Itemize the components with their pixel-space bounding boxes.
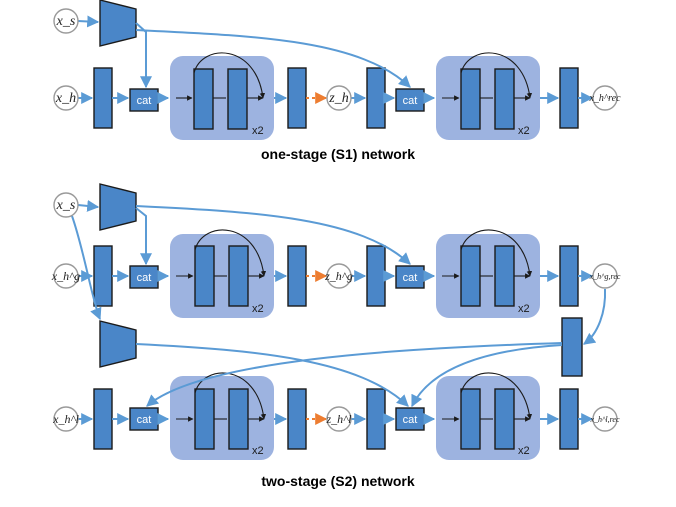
s1-style-to-cat-1 xyxy=(135,22,152,89)
s2-xg-node xyxy=(53,263,79,289)
s1-caption: one-stage (S1) network xyxy=(261,146,415,162)
s2-local-cat-label-1: cat xyxy=(137,414,152,426)
s2-local-latent-conv xyxy=(287,388,307,450)
s2-xs-to-encoder-1 xyxy=(77,199,100,212)
s2-global-output-label: x_h^g,rec xyxy=(589,272,621,281)
s2-global-cat-label-1: cat xyxy=(137,272,152,284)
s2-zl-node xyxy=(326,406,352,432)
s1-zh-node xyxy=(326,85,352,111)
s2-local-conv xyxy=(93,388,113,450)
s2-gout-to-refine xyxy=(583,288,607,345)
s2-xg-label: x_h^g xyxy=(51,269,80,283)
s2-refine-to-lcat-2 xyxy=(411,344,563,408)
s1-output-node xyxy=(592,85,618,111)
s1-style-encoder xyxy=(99,0,137,47)
s1-res-conv-a xyxy=(193,68,214,130)
s1-zh-label: z_h xyxy=(328,91,348,106)
s2-zl-label: z_h^l xyxy=(325,412,352,426)
s1-res-conv-d xyxy=(494,68,515,130)
s2-local-res-conv-d xyxy=(494,388,515,450)
s1-output-conv xyxy=(559,67,579,129)
s1-style-to-cat-2 xyxy=(135,29,411,88)
s1-xh-node xyxy=(53,85,79,111)
s2-style-to-gcat-1 xyxy=(135,207,152,266)
s2-local-res-conv-b xyxy=(228,388,249,450)
s1-skip-arc-1 xyxy=(193,52,266,99)
s1-xs-node xyxy=(53,8,79,34)
s2-refine-to-lcat-1 xyxy=(146,342,563,407)
s2-local-output-label: x_h^l,rec xyxy=(589,415,620,424)
s2-skip-arc-1 xyxy=(194,229,267,277)
s2-style-encoder-2 xyxy=(99,320,137,368)
s2-local-res-conv-c xyxy=(460,388,481,450)
s2-global-res-conv-a xyxy=(194,245,215,307)
s2-refine-conv xyxy=(561,317,583,377)
s2-local-cat-label-2: cat xyxy=(403,414,418,426)
s1-x2-label-2: x2 xyxy=(518,125,530,137)
s1-conv-block xyxy=(93,67,113,129)
s1-res-conv-c xyxy=(460,68,481,130)
s1-xs-to-encoder xyxy=(77,15,100,28)
s2-skip-arc-2 xyxy=(460,229,533,277)
s2-global-x2-label-1: x2 xyxy=(252,303,264,315)
s2-xl-label: x_h^l xyxy=(52,412,79,426)
s2-global-conv xyxy=(93,245,113,307)
s2-xl-node xyxy=(53,406,79,432)
s2-caption: two-stage (S2) network xyxy=(261,473,414,489)
s2-local-decoder-conv xyxy=(366,388,386,450)
s2-local-x2-label-2: x2 xyxy=(518,445,530,457)
s2-network: cat cat cat cat x2 x2 x2 x2 xyxy=(51,183,621,489)
s2-xs-label: x_s xyxy=(56,198,76,213)
s2-global-latent-conv xyxy=(287,245,307,307)
s2-local-x2-label-1: x2 xyxy=(252,445,264,457)
s1-cat-label-2: cat xyxy=(403,95,418,107)
s2-global-res-conv-c xyxy=(460,245,481,307)
s1-x2-label-1: x2 xyxy=(252,125,264,137)
s1-decoder-conv xyxy=(366,67,386,129)
s2-zg-node xyxy=(326,263,352,289)
s1-xs-label: x_s xyxy=(56,14,76,29)
s2-style-to-gcat-2 xyxy=(135,205,411,265)
s2-global-res-conv-b xyxy=(228,245,249,307)
s2-xs-node xyxy=(53,192,79,218)
s2-zg-label: z_h^g xyxy=(324,269,353,283)
s1-res-conv-b xyxy=(227,68,248,130)
s2-global-cat-label-2: cat xyxy=(403,272,418,284)
s2-global-output-node xyxy=(592,263,618,289)
s2-style-encoder-1 xyxy=(99,183,137,231)
s1-network: cat cat x2 x2 x_s x_h z_h x xyxy=(53,0,621,162)
s2-global-res-conv-d xyxy=(494,245,515,307)
s2-global-decoder-conv xyxy=(366,245,386,307)
s1-cat-label-1: cat xyxy=(137,95,152,107)
s2-skip-arc-4 xyxy=(460,372,533,420)
s1-skip-arc-2 xyxy=(460,52,533,99)
s2-global-output-conv xyxy=(559,245,579,307)
s1-xh-label: x_h xyxy=(55,91,76,106)
s2-local-res-conv-a xyxy=(194,388,215,450)
s2-global-x2-label-2: x2 xyxy=(518,303,530,315)
s2-local-output-node xyxy=(592,406,618,432)
s2-local-output-conv xyxy=(559,388,579,450)
s1-latent-conv xyxy=(287,67,307,129)
s1-output-label: x_h^rec xyxy=(588,93,621,104)
